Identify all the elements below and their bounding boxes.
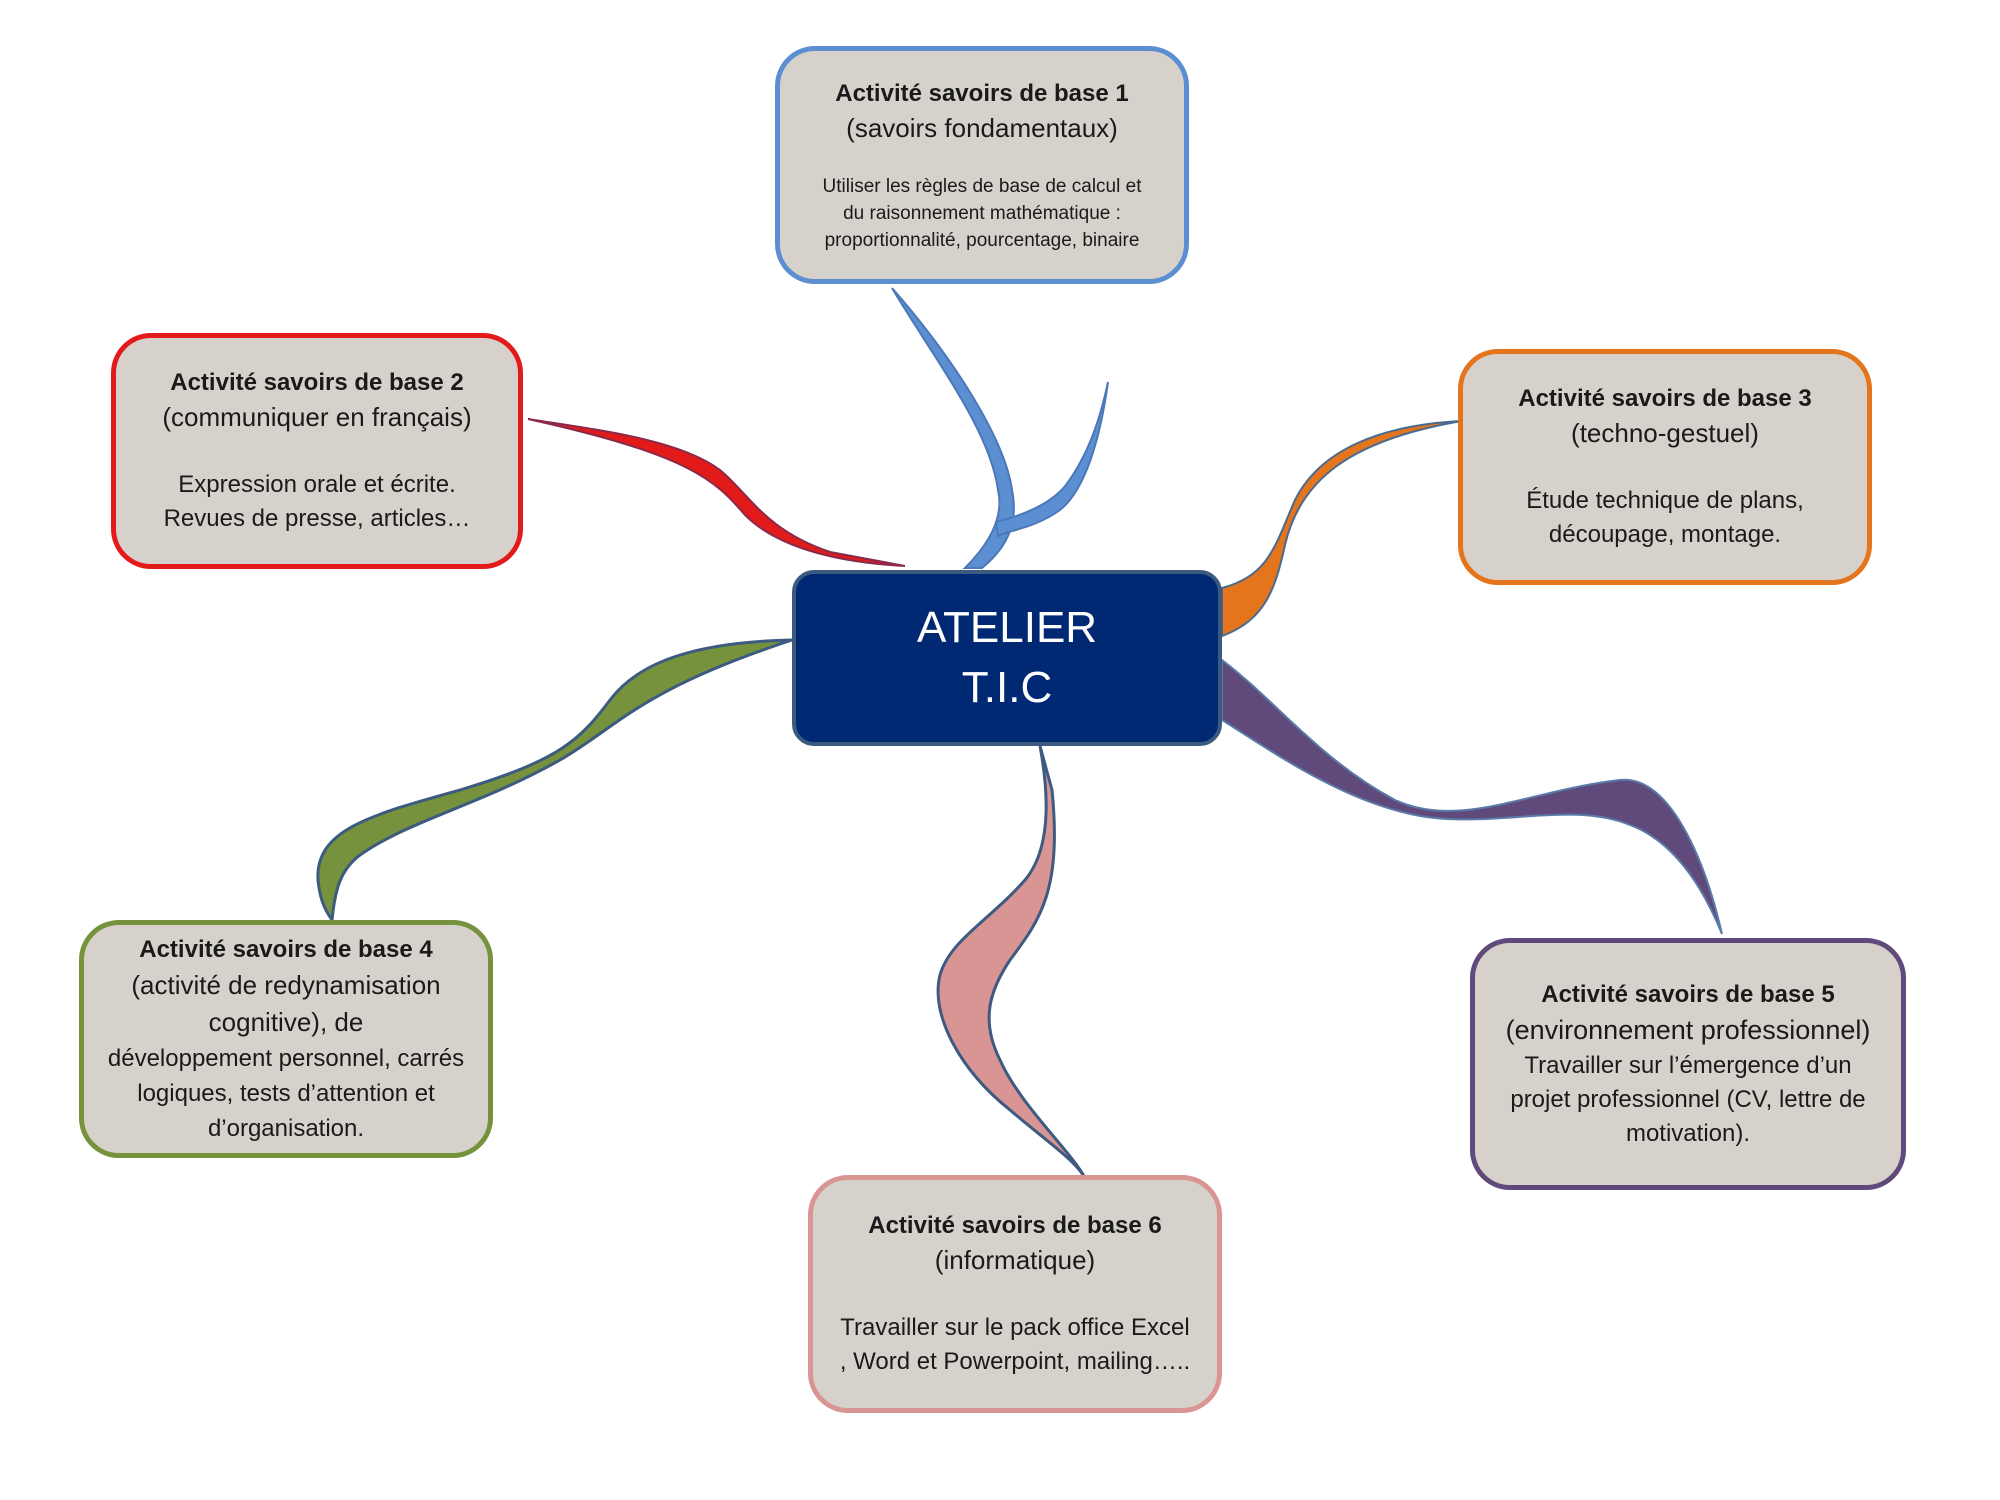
node-1-title: Activité savoirs de base 1: [835, 79, 1129, 107]
node-3-title: Activité savoirs de base 3: [1518, 385, 1812, 412]
node-2-title: Activité savoirs de base 2: [170, 369, 464, 396]
branch-1b: [994, 381, 1109, 538]
branch-1: [891, 287, 1015, 569]
node-2-body-line-2: Revues de presse, articles…: [163, 505, 471, 532]
node-savoirs-de-base-1: Activité savoirs de base 1 (savoirs fond…: [775, 46, 1189, 284]
branch-5: [1221, 657, 1723, 935]
node-1-subtitle: (savoirs fondamentaux): [846, 112, 1118, 143]
node-savoirs-de-base-2: Activité savoirs de base 2 (communiquer …: [111, 333, 523, 569]
center-title-line-1: ATELIER: [916, 603, 1098, 652]
center-node-atelier-tic: ATELIER T.I.C: [792, 570, 1222, 746]
branch-2: [527, 418, 906, 567]
node-5-body: Travailler sur l’émergence d’un projet p…: [1510, 1051, 1866, 1147]
node-4-body: développement personnel, carrés logiques…: [107, 1044, 465, 1142]
branch-3: [1221, 420, 1463, 638]
node-6-subtitle: (informatique): [934, 1245, 1096, 1275]
node-5-title: Activité savoirs de base 5: [1541, 980, 1835, 1008]
node-6-body: Travailler sur le pack office Excel , Wo…: [839, 1314, 1191, 1375]
branch-6: [936, 745, 1087, 1179]
node-3-body: Étude technique de plans, découpage, mon…: [1526, 487, 1804, 548]
center-title-line-2: T.I.C: [961, 663, 1053, 712]
branch-4: [316, 638, 793, 925]
node-4-subtitle: (activité de redynamisation cognitive), …: [131, 969, 441, 1037]
node-savoirs-de-base-6: Activité savoirs de base 6 (informatique…: [808, 1175, 1222, 1413]
node-savoirs-de-base-5: Activité savoirs de base 5 (environnemen…: [1470, 938, 1906, 1190]
node-6-title: Activité savoirs de base 6: [868, 1212, 1162, 1239]
node-5-subtitle: (environnement professionnel): [1505, 1014, 1871, 1045]
node-4-title: Activité savoirs de base 4: [139, 935, 433, 963]
node-savoirs-de-base-4: Activité savoirs de base 4 (activité de …: [79, 920, 493, 1158]
node-3-subtitle: (techno-gestuel): [1571, 418, 1759, 448]
node-2-body-line-1: Expression orale et écrite.: [178, 471, 456, 498]
node-1-body: Utiliser les règles de base de calcul et…: [822, 175, 1142, 251]
node-savoirs-de-base-3: Activité savoirs de base 3 (techno-gestu…: [1458, 349, 1872, 585]
node-2-subtitle: (communiquer en français): [162, 402, 472, 432]
